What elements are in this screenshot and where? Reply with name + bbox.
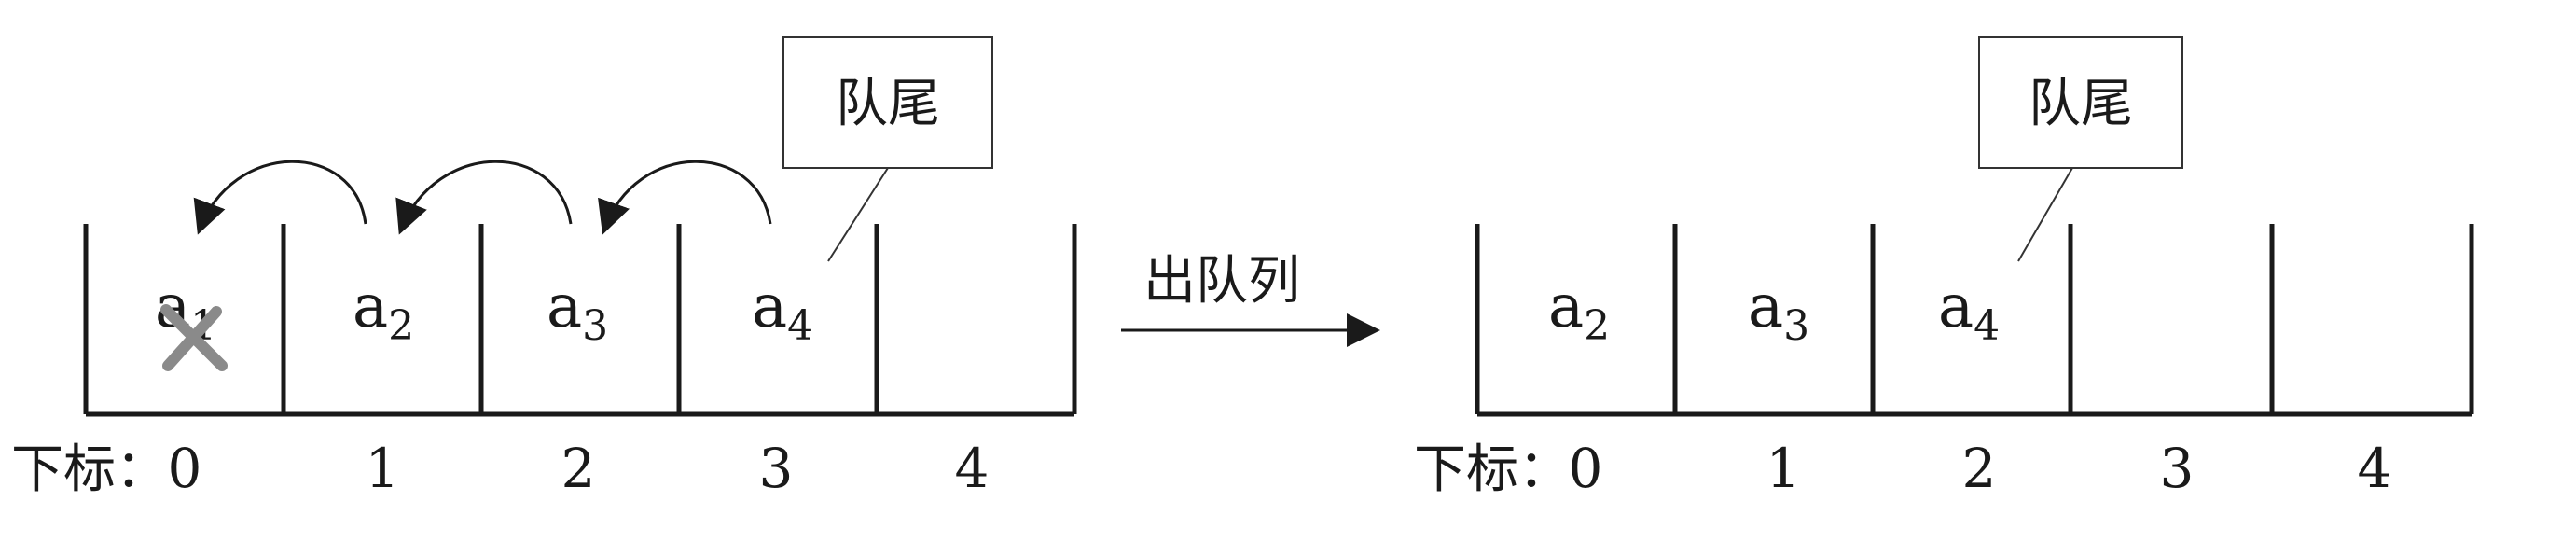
queue-before-walls bbox=[83, 224, 1077, 417]
queue-before-index-1: 1 bbox=[366, 437, 400, 500]
queue-after-index-2: 2 bbox=[1962, 437, 1997, 500]
queue-after-cell-0: a2 bbox=[1548, 272, 1610, 350]
queue-before-cell-1: a2 bbox=[353, 272, 414, 350]
queue-after-tail-label: 队尾 bbox=[2029, 74, 2133, 134]
operation-label: 出队列 bbox=[1143, 251, 1300, 312]
queue-before-tail-label: 队尾 bbox=[836, 74, 940, 134]
queue-before-index-2: 2 bbox=[561, 437, 596, 500]
queue-after-index-prefix: 下标： bbox=[1414, 439, 1571, 500]
queue-before-cell-3: a4 bbox=[752, 272, 813, 350]
queue-after-index-4: 4 bbox=[2358, 437, 2392, 500]
queue-after-index-0: 0 bbox=[1569, 437, 1603, 500]
shift-arrow-icon bbox=[598, 160, 772, 235]
queue-before-index-prefix: 下标： bbox=[11, 439, 168, 500]
queue-before-index-4: 4 bbox=[955, 437, 990, 500]
queue-after-index-1: 1 bbox=[1766, 437, 1801, 500]
queue-before-cell-2: a3 bbox=[547, 272, 608, 350]
queue-after: a2 a3 a4 队尾 下标： 0 1 2 3 4 bbox=[1414, 36, 2474, 500]
shift-arrow-icon bbox=[193, 160, 367, 235]
shift-arrow-icon bbox=[395, 160, 573, 235]
queue-before: a1 a2 a3 a4 队尾 下标： 0 1 2 3 4 bbox=[11, 36, 1077, 500]
queue-before-index-3: 3 bbox=[759, 437, 794, 500]
queue-after-walls bbox=[1475, 224, 2474, 417]
queue-after-cell-1: a3 bbox=[1748, 272, 1809, 350]
cross-mark-icon bbox=[160, 304, 228, 371]
queue-after-tail-pointer bbox=[2017, 167, 2073, 262]
queue-before-tail-pointer bbox=[827, 167, 889, 262]
dequeue-operation: 出队列 bbox=[1121, 251, 1380, 347]
queue-after-tail-box bbox=[1978, 36, 2183, 169]
queue-after-cell-2: a4 bbox=[1938, 272, 2000, 350]
queue-after-index-3: 3 bbox=[2160, 437, 2195, 500]
queue-before-index-0: 0 bbox=[168, 437, 202, 500]
